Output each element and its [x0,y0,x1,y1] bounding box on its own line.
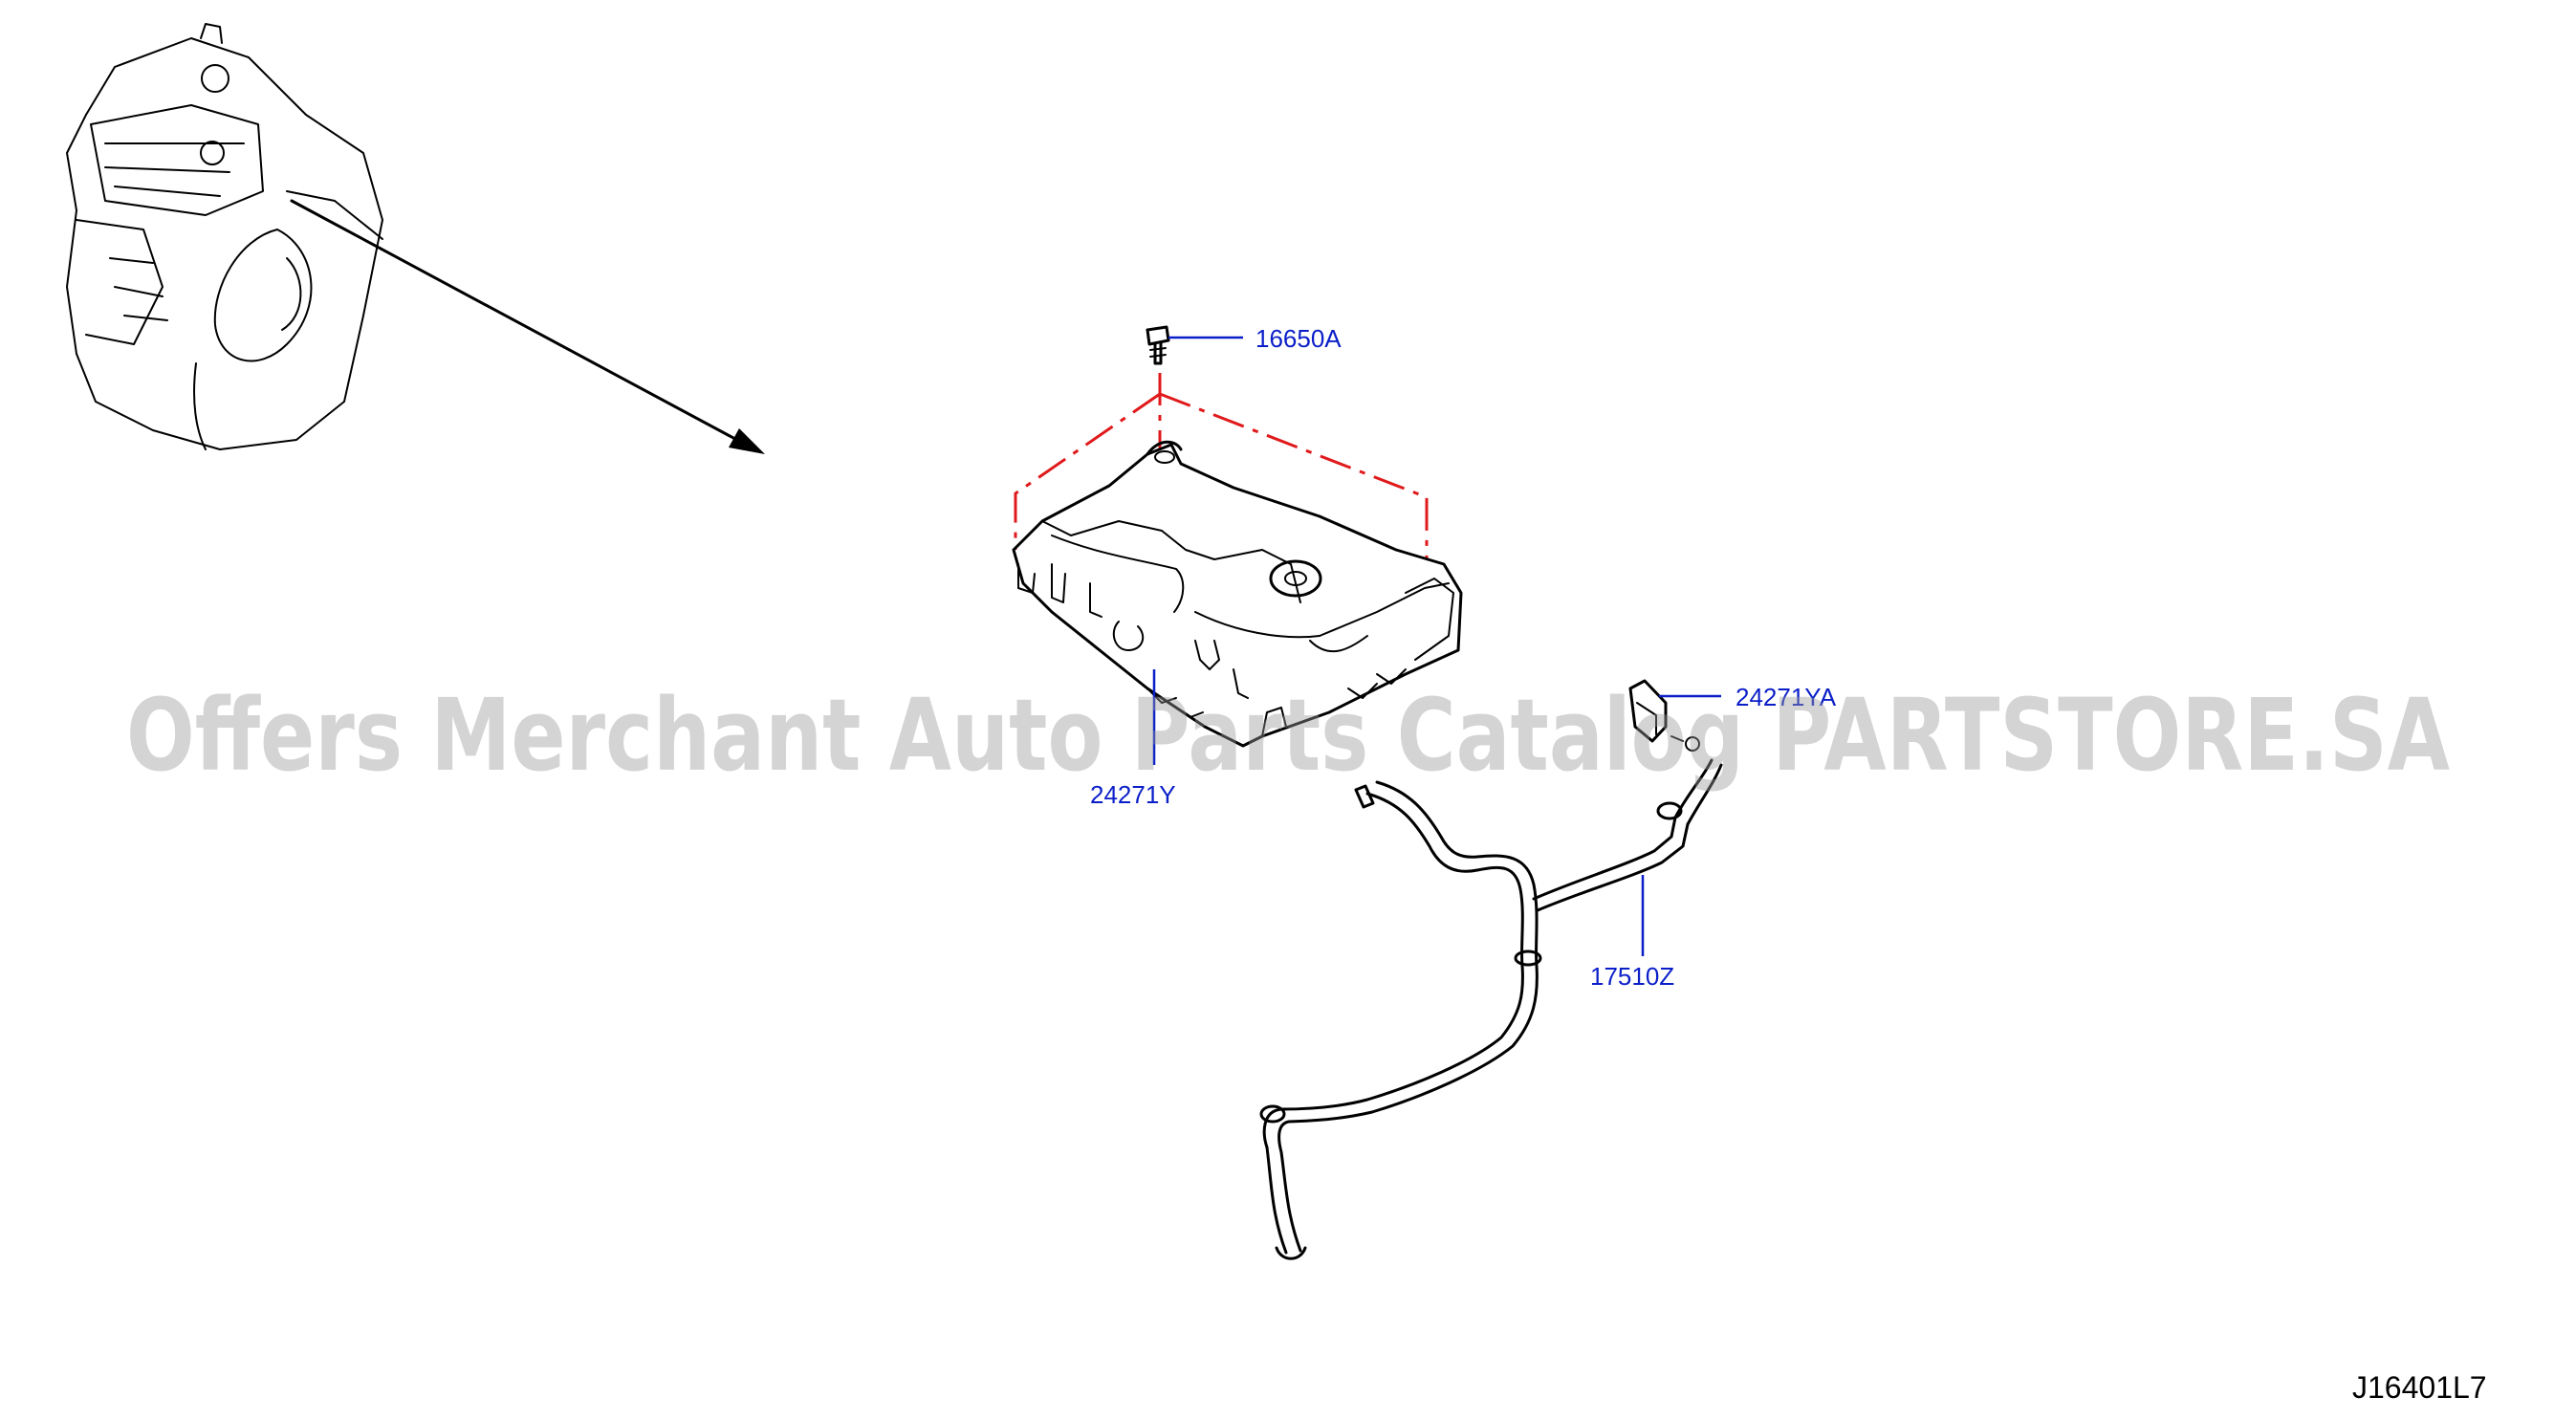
callout-17510Z: 17510Z [1590,962,1674,991]
watermark-text: Offers Merchant Auto Parts Catalog PARTS… [126,677,2450,794]
hose-17510Z-drawing [1259,758,1723,1260]
callout-24271YA: 24271YA [1736,683,1837,711]
direction-arrow [290,199,765,454]
protector-cover-24271Y-drawing [1012,440,1463,748]
leader-lines [1152,336,1721,956]
callout-24271Y: 24271Y [1090,780,1176,809]
callout-16650A: 16650A [1255,324,1342,353]
engine-overview-drawing [66,23,383,450]
bolt-16650A-drawing [1146,325,1170,365]
alignment-dash-lines [1014,373,1429,559]
clip-bracket-24271YA-drawing [1628,679,1700,752]
diagram-reference-code: J16401L7 [2352,1370,2487,1405]
